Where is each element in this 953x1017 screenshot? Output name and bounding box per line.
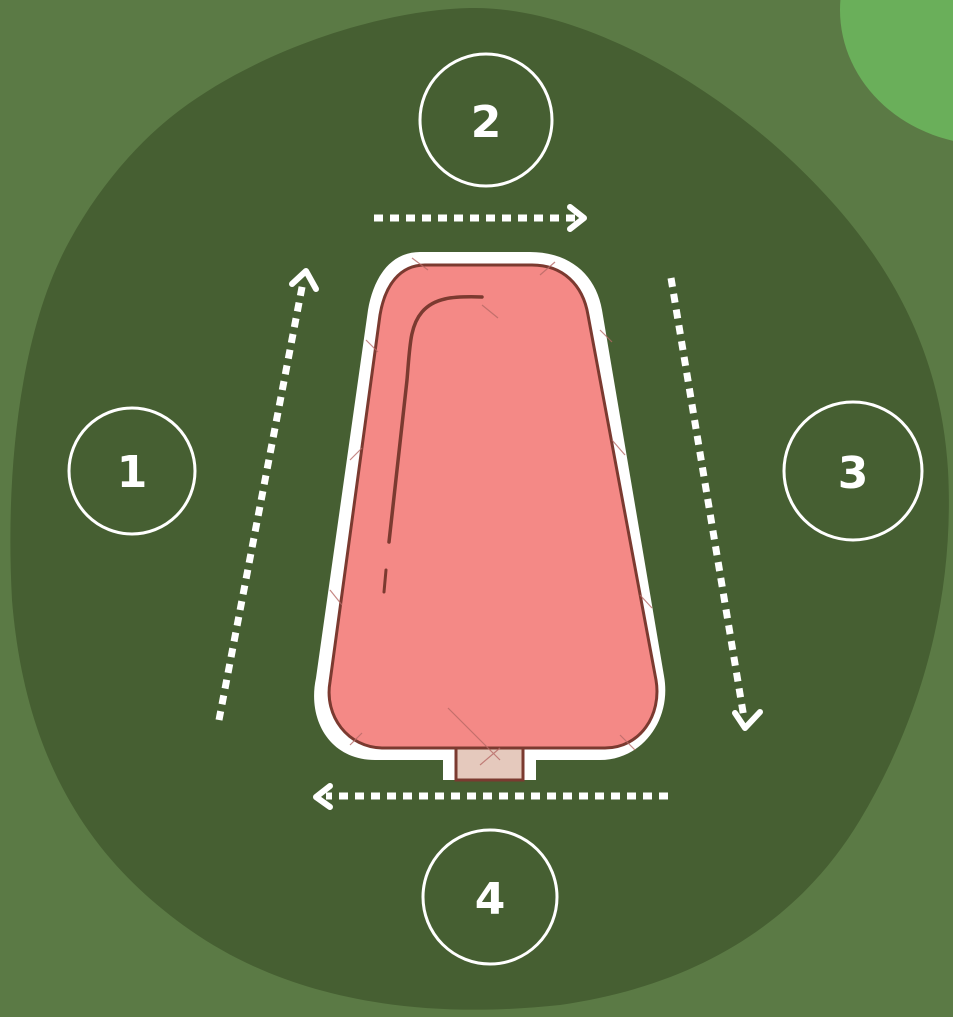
step-label-4: 4 — [475, 874, 506, 925]
step-label-1: 1 — [117, 447, 148, 498]
popsicle-highlight-tail — [384, 570, 386, 592]
step-marker-1[interactable]: 1 — [69, 408, 195, 534]
step-marker-3[interactable]: 3 — [784, 402, 922, 540]
step-marker-2[interactable]: 2 — [420, 54, 552, 186]
step-marker-4[interactable]: 4 — [423, 830, 557, 964]
step-label-2: 2 — [471, 97, 502, 148]
step-label-3: 3 — [838, 448, 869, 499]
